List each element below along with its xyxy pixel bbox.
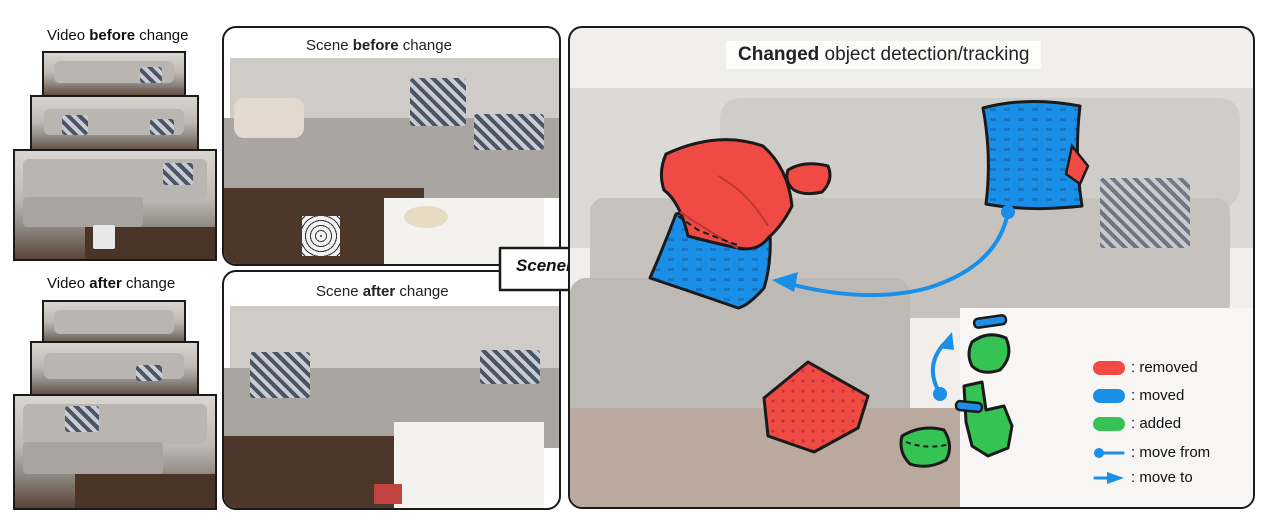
added-object-1 (967, 333, 1011, 374)
moved-remote-origin (972, 314, 1008, 329)
moved-pillow-origin (981, 100, 1084, 211)
scene-before-caption: Scene before change (296, 35, 462, 56)
moved-remote-destination (954, 399, 984, 414)
legend-move-to: : move to (1093, 469, 1193, 486)
move-to-icon (1093, 471, 1124, 484)
move-from-icon (1094, 447, 1125, 458)
legend-removed-swatch (1093, 360, 1125, 375)
legend-moved: : moved (1093, 387, 1184, 404)
legend-move-from: : move from (1093, 444, 1210, 461)
move-to-remote (938, 332, 954, 350)
video-after-frame-2 (30, 341, 199, 399)
move-trajectory-pillow (788, 210, 1010, 298)
video-after-frame-1 (42, 300, 186, 348)
move-from-remote (933, 387, 947, 401)
legend-moved-swatch (1093, 388, 1125, 403)
removed-fragment-right (1064, 143, 1090, 186)
legend-added: : added (1093, 415, 1181, 432)
scene-after-panel (222, 270, 561, 510)
result-title: Changed object detection/tracking (726, 41, 1042, 69)
move-from-pillow (1001, 205, 1015, 219)
legend-removed: : removed (1093, 359, 1198, 376)
scene-before-panel (222, 26, 561, 266)
video-before-frame-3 (13, 149, 217, 261)
video-before-frame-2 (30, 95, 199, 155)
video-before-frame-1 (42, 51, 186, 99)
video-after-label: Video after change (47, 275, 176, 292)
legend-added-swatch (1093, 416, 1125, 431)
added-object-2 (962, 380, 1014, 458)
scene-after-caption: Scene after change (306, 281, 459, 302)
move-trajectory-remote (931, 342, 946, 396)
video-before-label: Video before change (47, 27, 189, 44)
move-to-pillow (772, 272, 798, 292)
video-after-frame-3 (13, 394, 217, 510)
change-overlay (648, 100, 1090, 468)
removed-small-object (785, 162, 832, 196)
removed-stool (762, 360, 870, 454)
